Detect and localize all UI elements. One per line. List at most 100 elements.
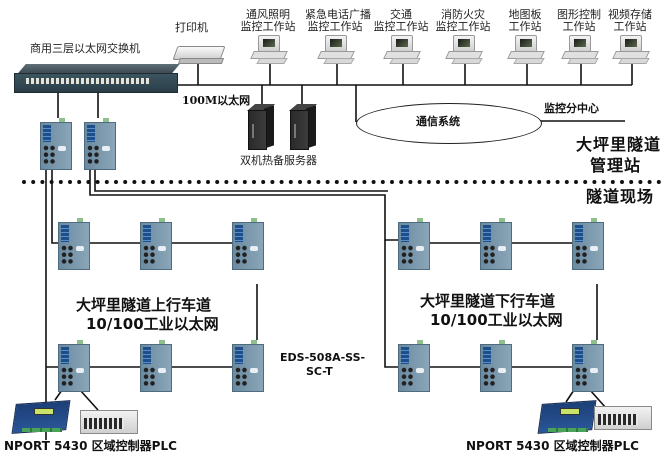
separator-dot: [187, 180, 192, 184]
workstation-label-line1: 紧急电话广播: [305, 8, 371, 21]
separator-dot: [316, 180, 321, 184]
industrial-switch[interactable]: [58, 340, 90, 392]
industrial-switch[interactable]: [398, 340, 430, 392]
separator-dot: [426, 180, 431, 184]
up-ring-subtitle: 10/100工业以太网: [86, 315, 219, 333]
separator-dot: [261, 180, 266, 184]
workstation-icon[interactable]: [250, 35, 288, 64]
separator-dot: [537, 180, 542, 184]
industrial-switch[interactable]: [84, 118, 116, 170]
right-field-label: NPORT 5430 区域控制器PLC: [466, 439, 639, 453]
workstation-label-line2: 监控工作站: [435, 20, 491, 33]
workstation-label-line1: 消防火灾: [441, 8, 485, 21]
industrial-switch[interactable]: [480, 340, 512, 392]
printer-icon[interactable]: [172, 42, 226, 64]
industrial-switch[interactable]: [572, 340, 604, 392]
separator-dot: [528, 180, 532, 184]
separator-dot: [95, 180, 100, 184]
separator-dot: [150, 180, 155, 184]
separator-dot: [601, 180, 606, 184]
industrial-switch[interactable]: [40, 118, 72, 170]
industrial-switch[interactable]: [140, 340, 172, 392]
monitor-center-label: 监控分中心: [544, 102, 599, 115]
separator-dot: [472, 180, 477, 184]
management-station-subtitle: 管理站: [590, 156, 642, 175]
separator-dot: [620, 180, 624, 184]
separator-dot: [215, 180, 220, 184]
industrial-switch[interactable]: [232, 218, 264, 270]
separator-dot: [656, 180, 661, 184]
separator-dot: [610, 180, 615, 184]
separator-dot: [178, 180, 183, 184]
down-ring-title: 大坪里隧道下行车道: [420, 292, 556, 310]
workstation-label-line1: 图形控制: [557, 8, 601, 21]
workstation-icon[interactable]: [317, 35, 355, 64]
separator-dot: [436, 180, 440, 184]
separator-dot: [555, 180, 560, 184]
industrial-switch[interactable]: [572, 218, 604, 270]
switch-model-line2: SC-T: [306, 365, 333, 378]
workstation-label-line1: 交通: [390, 8, 412, 21]
industrial-switch[interactable]: [232, 340, 264, 392]
servers-label: 双机热备服务器: [240, 154, 317, 167]
nport-link-right: [565, 389, 575, 403]
workstation-icon[interactable]: [507, 35, 545, 64]
separator-dot: [132, 180, 137, 184]
industrial-switch[interactable]: [480, 218, 512, 270]
separator-dot: [638, 180, 643, 184]
separator-dot: [206, 180, 210, 184]
separator-dot: [298, 180, 302, 184]
industrial-switch[interactable]: [140, 218, 172, 270]
separator-dot: [482, 180, 486, 184]
separator-dot: [463, 180, 468, 184]
separator-dot: [417, 180, 422, 184]
separator-dot: [31, 180, 36, 184]
down-ring-subtitle: 10/100工业以太网: [430, 311, 563, 329]
separator-dot: [574, 180, 578, 184]
separator-dot: [307, 180, 312, 184]
separator-dot: [22, 180, 26, 184]
uplink-d: [94, 170, 388, 192]
separator-dot: [390, 180, 394, 184]
zone-separator: [22, 180, 661, 184]
workstation-icon[interactable]: [383, 35, 421, 64]
separator-dot: [77, 180, 82, 184]
separator-dot: [334, 180, 339, 184]
workstation-label-line1: 通风照明: [246, 8, 290, 21]
workstation-label-line2: 监控工作站: [240, 20, 296, 33]
separator-dot: [288, 180, 293, 184]
workstation-label-line2: 监控工作站: [307, 20, 363, 33]
plc-link-left: [79, 389, 99, 411]
server-icon[interactable]: [288, 104, 318, 150]
separator-dot: [491, 180, 496, 184]
uplink-c: [89, 170, 398, 241]
separator-dot: [160, 180, 164, 184]
separator-dot: [49, 180, 54, 184]
separator-dot: [242, 180, 247, 184]
separator-dot: [380, 180, 385, 184]
separator-dot: [68, 180, 72, 184]
nport-device[interactable]: [537, 398, 598, 436]
industrial-switch[interactable]: [58, 218, 90, 270]
separator-dot: [123, 180, 128, 184]
industrial-switch[interactable]: [398, 218, 430, 270]
comm-system-label: 通信系统: [416, 115, 460, 128]
server-icon[interactable]: [246, 104, 276, 150]
separator-dot: [647, 180, 652, 184]
separator-dot: [58, 180, 63, 184]
plc-device[interactable]: [594, 406, 652, 430]
printer-label: 打印机: [175, 21, 208, 34]
uplink-b: [51, 170, 60, 244]
workstation-icon[interactable]: [561, 35, 599, 64]
workstation-icon[interactable]: [612, 35, 650, 64]
workstation-label-line1: 地图板: [508, 8, 542, 21]
plc-device[interactable]: [80, 410, 138, 434]
left-field-label: NPORT 5430 区域控制器PLC: [4, 439, 177, 453]
core-switch[interactable]: [14, 64, 180, 94]
separator-dot: [141, 180, 146, 184]
nport-device[interactable]: [11, 398, 72, 436]
separator-dot: [196, 180, 201, 184]
workstation-icon[interactable]: [445, 35, 483, 64]
